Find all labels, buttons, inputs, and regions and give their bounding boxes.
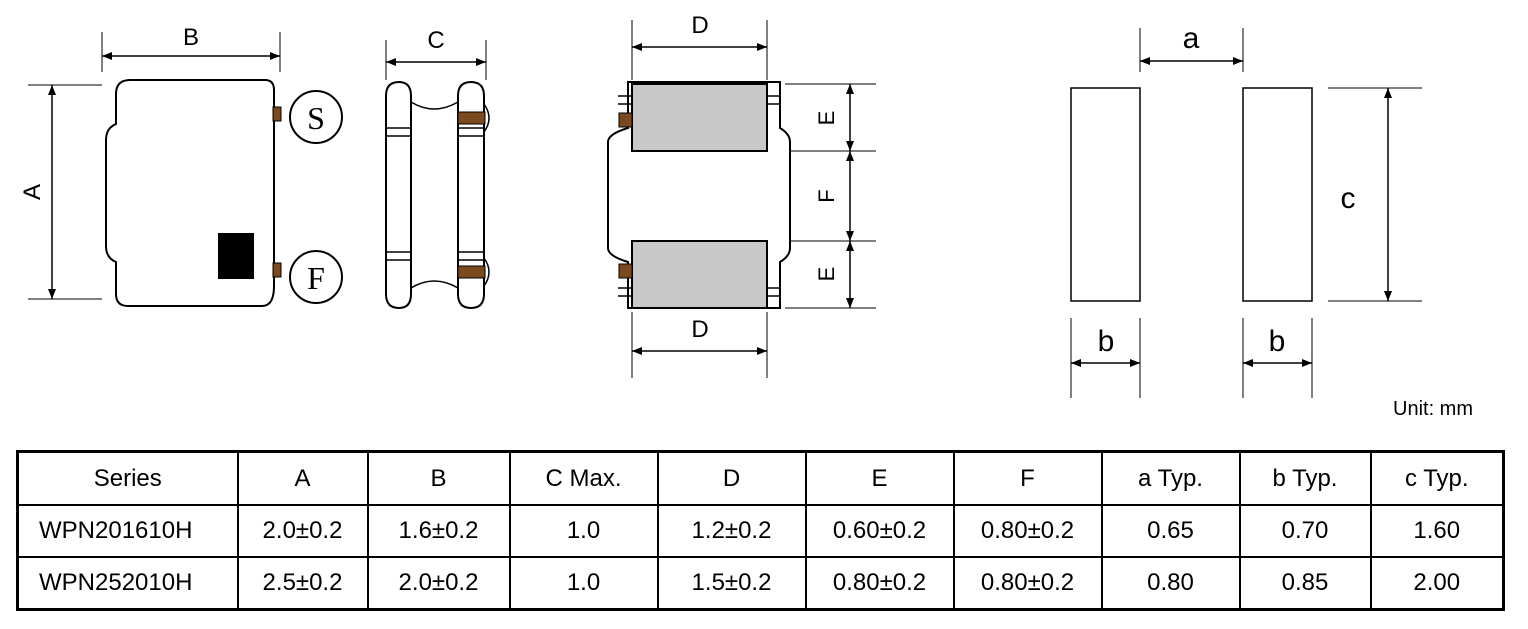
finish-mark-label: F bbox=[307, 260, 325, 296]
land-pad-left bbox=[1070, 87, 1141, 302]
table-row: WPN252010H 2.5±0.2 2.0±0.2 1.0 1.5±0.2 0… bbox=[16, 556, 1505, 611]
finish-mark-circle bbox=[289, 250, 343, 304]
electrode-top bbox=[631, 83, 768, 152]
bottom-view bbox=[607, 20, 876, 378]
cell-B: 2.0±0.2 bbox=[366, 556, 511, 611]
cell-F: 0.80±0.2 bbox=[952, 556, 1103, 611]
polarity-marker bbox=[218, 233, 254, 279]
electrode-bottom bbox=[631, 240, 768, 309]
top-view bbox=[28, 32, 282, 307]
cell-F: 0.80±0.2 bbox=[952, 504, 1103, 558]
unit-label: Unit: mm bbox=[1393, 398, 1473, 420]
land-pattern bbox=[1070, 28, 1422, 398]
label-E-bottom: E bbox=[814, 267, 839, 282]
cell-D: 1.5±0.2 bbox=[656, 556, 807, 611]
top-view-body bbox=[105, 79, 275, 307]
header-F: F bbox=[952, 450, 1103, 506]
cell-c-typ: 1.60 bbox=[1369, 504, 1505, 558]
label-b-left: b bbox=[1098, 325, 1115, 358]
dimension-table: Series A B C Max. D E F a Typ. b Typ. c … bbox=[16, 450, 1505, 611]
header-a-typ: a Typ. bbox=[1100, 450, 1241, 506]
label-B: B bbox=[183, 24, 199, 51]
side-terminal-bottom bbox=[457, 265, 486, 279]
start-mark-label: S bbox=[307, 100, 325, 136]
cell-B: 1.6±0.2 bbox=[366, 504, 511, 558]
label-F: F bbox=[814, 189, 839, 202]
label-E-top: E bbox=[814, 111, 839, 126]
land-pad-right bbox=[1242, 87, 1313, 302]
table-header-row: Series A B C Max. D E F a Typ. b Typ. c … bbox=[16, 450, 1505, 506]
cell-a-typ: 0.80 bbox=[1100, 556, 1241, 611]
label-A: A bbox=[19, 184, 46, 200]
header-A: A bbox=[236, 450, 369, 506]
label-c: c bbox=[1341, 182, 1356, 215]
cell-b-typ: 0.85 bbox=[1238, 556, 1372, 611]
cell-C-max: 1.0 bbox=[508, 556, 659, 611]
cell-series: WPN201610H bbox=[16, 504, 239, 558]
cell-D: 1.2±0.2 bbox=[656, 504, 807, 558]
label-D-bottom: D bbox=[691, 316, 708, 343]
header-b-typ: b Typ. bbox=[1238, 450, 1372, 506]
cell-c-typ: 2.00 bbox=[1369, 556, 1505, 611]
label-b-right: b bbox=[1269, 325, 1286, 358]
table-row: WPN201610H 2.0±0.2 1.6±0.2 1.0 1.2±0.2 0… bbox=[16, 504, 1505, 558]
header-c-typ: c Typ. bbox=[1369, 450, 1505, 506]
header-E: E bbox=[804, 450, 955, 506]
side-view bbox=[385, 40, 490, 310]
label-C: C bbox=[427, 27, 444, 54]
cell-E: 0.80±0.2 bbox=[804, 556, 955, 611]
start-terminal-pin bbox=[272, 106, 282, 122]
finish-terminal-pin bbox=[272, 262, 282, 278]
header-C-max: C Max. bbox=[508, 450, 659, 506]
cell-C-max: 1.0 bbox=[508, 504, 659, 558]
cell-b-typ: 0.70 bbox=[1238, 504, 1372, 558]
header-series: Series bbox=[16, 450, 239, 506]
header-B: B bbox=[366, 450, 511, 506]
dimension-drawing: B A S F C bbox=[19, 12, 1422, 398]
label-D-top: D bbox=[691, 12, 708, 39]
cell-A: 2.5±0.2 bbox=[236, 556, 369, 611]
cell-E: 0.60±0.2 bbox=[804, 504, 955, 558]
header-D: D bbox=[656, 450, 807, 506]
side-terminal-top bbox=[457, 111, 486, 125]
cell-series: WPN252010H bbox=[16, 556, 239, 611]
start-mark-circle bbox=[289, 90, 343, 144]
cell-a-typ: 0.65 bbox=[1100, 504, 1241, 558]
cell-A: 2.0±0.2 bbox=[236, 504, 369, 558]
label-a: a bbox=[1183, 22, 1200, 55]
